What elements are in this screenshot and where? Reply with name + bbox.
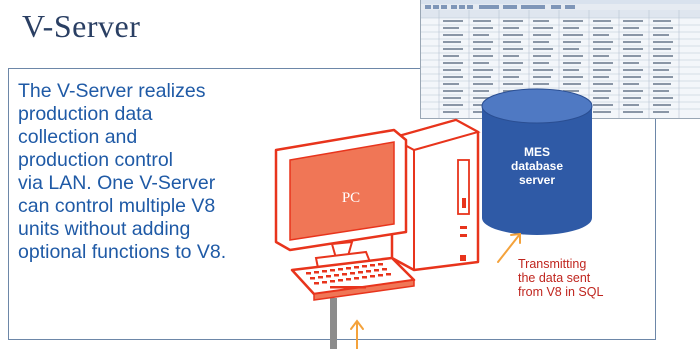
pc-tower-icon: [389, 118, 481, 272]
description-line: production data: [18, 103, 153, 125]
note-line: the data sent: [518, 271, 591, 285]
pc-monitor-icon: [274, 128, 408, 270]
lan-cable: [330, 298, 337, 349]
database-label-line: database: [510, 159, 564, 173]
description-line: via LAN. One V-Server: [18, 172, 216, 194]
note-line: Transmitting: [518, 257, 587, 271]
description-line: optional functions to V8.: [18, 241, 227, 263]
note-line: from V8 in SQL: [518, 285, 604, 299]
description-line: The V-Server realizes: [18, 80, 206, 102]
up-arrow-icon: [350, 319, 364, 349]
page-title: V-Server: [22, 8, 141, 44]
database-label: MES database server: [482, 145, 592, 187]
description-line: units without adding: [18, 218, 191, 240]
keyboard-icon: [290, 256, 416, 301]
diagonal-arrow-icon: [497, 232, 521, 263]
database-icon: [481, 88, 593, 235]
transmission-note: Transmitting the data sent from V8 in SQ…: [518, 257, 603, 299]
database-label-line: MES: [523, 145, 550, 159]
spreadsheet-screenshot: [420, 0, 700, 119]
database-label-line: server: [518, 173, 556, 187]
description-line: production control: [18, 149, 174, 171]
pc-label: PC: [341, 190, 361, 206]
description-line: collection and: [18, 126, 138, 148]
description-text: The V-Server realizes production data co…: [18, 80, 283, 264]
description-line: can control multiple V8: [18, 195, 216, 217]
